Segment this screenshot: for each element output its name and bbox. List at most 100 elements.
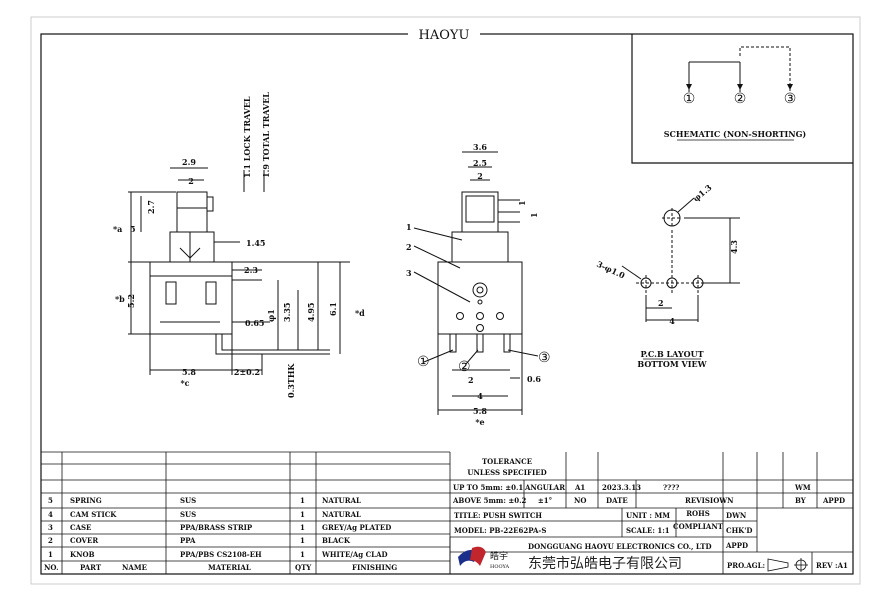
title-block-grid xyxy=(449,452,853,574)
bom-no: 3 xyxy=(48,523,53,532)
bom-part: CASE xyxy=(70,523,91,532)
bom-no: 5 xyxy=(48,496,53,505)
unit-label: UNIT : MM xyxy=(626,511,670,520)
schematic-pin-1: ① xyxy=(683,91,696,107)
bom-qty: 1 xyxy=(300,536,305,545)
bom-header-finishing: FINISHING xyxy=(352,563,397,572)
rohs-label: ROHS xyxy=(686,509,710,518)
pcb-dim-4: 4 xyxy=(669,316,675,326)
bom-header-no: NO. xyxy=(44,563,59,572)
total-travel: 1.9 TOTAL TRAVEL xyxy=(261,92,271,178)
company-logo: 皓宇 HOOYA xyxy=(458,546,509,570)
dim-0-6: 0.6 xyxy=(527,374,541,384)
callout-1: 1 xyxy=(406,222,412,232)
compliant-label: COMPLIANT xyxy=(673,522,724,531)
by-header: BY xyxy=(795,496,807,505)
dim-2-7: 2.7 xyxy=(146,200,156,214)
dim-3-35: 3.35 xyxy=(282,303,292,322)
dim-2-5: 2.5 xyxy=(473,158,487,168)
bom-material: SUS xyxy=(180,510,196,519)
dim-4-bottom: 4 xyxy=(477,391,483,401)
dim-5-2: 5.2 xyxy=(126,294,136,308)
bom-qty: 1 xyxy=(300,496,305,505)
bom-part: SPRING xyxy=(70,496,102,505)
bom-material: PPA xyxy=(180,536,196,545)
dim-4-95: 4.95 xyxy=(306,303,316,322)
brand-title: HAOYU xyxy=(419,28,470,43)
callout-3: 3 xyxy=(406,268,412,278)
bom-header-qty: QTY xyxy=(295,563,312,572)
schematic-label: SCHEMATIC (NON-SHORTING) xyxy=(664,129,807,139)
bom-part: COVER xyxy=(70,536,98,545)
dim-5: 5 xyxy=(130,224,136,234)
bom-table xyxy=(41,451,451,574)
appd-label: APPD xyxy=(725,541,748,550)
front-pin-1: ① xyxy=(417,354,430,370)
front-view xyxy=(413,151,539,415)
angular-label: ANGULAR xyxy=(524,483,565,492)
side-view-labels: 2.9 2 1.1 LOCK TRAVEL 1.9 TOTAL TRAVEL 2… xyxy=(113,92,365,398)
lock-travel: 1.1 LOCK TRAVEL xyxy=(242,96,252,178)
bom-qty: 1 xyxy=(300,523,305,532)
bom-finishing: BLACK xyxy=(322,536,351,545)
bom-header-part: PART xyxy=(80,563,102,572)
bom-no: 1 xyxy=(48,550,53,559)
bom-part: KNOB xyxy=(70,550,95,559)
bom-material: SUS xyxy=(180,496,196,505)
bom-no: 4 xyxy=(48,510,53,519)
front-pin-3: ③ xyxy=(538,350,551,366)
company-english: DONGGUANG HAOYU ELECTRONICS CO., LTD xyxy=(528,542,712,551)
bom-finishing: NATURAL xyxy=(322,510,361,519)
rev-date-header: DATE xyxy=(606,496,628,505)
company-chinese: 东莞市弘皓电子有限公司 xyxy=(528,555,682,572)
pcb-dim-3-phi1-0: 3-φ1.0 xyxy=(595,259,627,281)
dwn-label: DWN xyxy=(726,511,747,520)
revision-code: REV :A1 xyxy=(816,561,848,570)
rev-no-header: NO xyxy=(574,496,587,505)
drawing-title: TITLE: PUSH SWITCH xyxy=(454,511,542,520)
bom-material: PPA/BRASS STRIP xyxy=(180,523,253,532)
pcb-title: P.C.B LAYOUT xyxy=(640,349,703,359)
ref-b: *b xyxy=(115,294,125,304)
dim-5-8-front: 5.8 xyxy=(473,406,487,416)
logo-chinese: 皓宇 xyxy=(490,550,508,562)
scale-label: SCALE: 1:1 xyxy=(626,526,670,535)
bom-header-material: MATERIAL xyxy=(208,563,251,572)
projection-symbol-icon xyxy=(767,558,808,572)
tolerance-up-to: UP TO 5mm: ±0.1 xyxy=(453,483,523,492)
bom-finishing: NATURAL xyxy=(322,496,361,505)
dim-2-bottom: 2 xyxy=(468,375,474,385)
pcb-layout xyxy=(621,197,740,322)
dim-1-a: 1 xyxy=(517,200,527,206)
rev-a1-cell: A1 xyxy=(574,483,585,492)
pcb-labels: φ1.3 3-φ1.0 4.3 2 4 P.C.B LAYOUT BOTTOM … xyxy=(595,182,739,369)
pcb-dim-phi1-3: φ1.3 xyxy=(691,182,714,204)
bom-no: 2 xyxy=(48,536,53,545)
schematic-pin-3: ③ xyxy=(784,91,797,107)
appd-header: APPD xyxy=(822,496,845,505)
rev-note: ???? xyxy=(663,483,679,492)
dim-5-8: 5.8 xyxy=(182,367,196,377)
bom-material: PPA/PBS CS2108-EH xyxy=(180,550,262,559)
bom-qty: 1 xyxy=(300,550,305,559)
dim-phi1: φ1 xyxy=(266,309,276,322)
chkd-label: CHK'D xyxy=(726,526,752,535)
dim-2pm0-2: 2±0.2 xyxy=(234,367,260,377)
logo-english: HOOYA xyxy=(490,564,509,570)
bom-part: CAM STICK xyxy=(70,510,117,519)
dim-2-9: 2.9 xyxy=(182,157,196,167)
tolerance-above: ABOVE 5mm: ±0.2 xyxy=(452,496,527,505)
front-view-labels: 3.6 2.5 2 1 1 1 2 3 ① ② ③ 2 4 0.6 5.8 *e xyxy=(406,142,551,427)
title-block-text: TOLERANCE UNLESS SPECIFIED UP TO 5mm: ±0… xyxy=(452,457,848,572)
bom-rows: 5 SPRING SUS 1 NATURAL 4 CAM STICK SUS 1… xyxy=(44,496,397,572)
dim-2-front: 2 xyxy=(477,171,483,181)
ref-d: *d xyxy=(355,308,365,318)
schematic-panel: ① ② ③ SCHEMATIC (NON-SHORTING) xyxy=(631,34,853,164)
dim-0-3thk: 0.3THK xyxy=(286,363,296,398)
ref-c: *c xyxy=(180,378,189,388)
pcb-dim-2: 2 xyxy=(658,298,664,308)
pcb-subtitle: BOTTOM VIEW xyxy=(637,359,707,369)
tolerance-label: TOLERANCE xyxy=(482,457,532,466)
dim-6-1: 6.1 xyxy=(328,302,338,316)
